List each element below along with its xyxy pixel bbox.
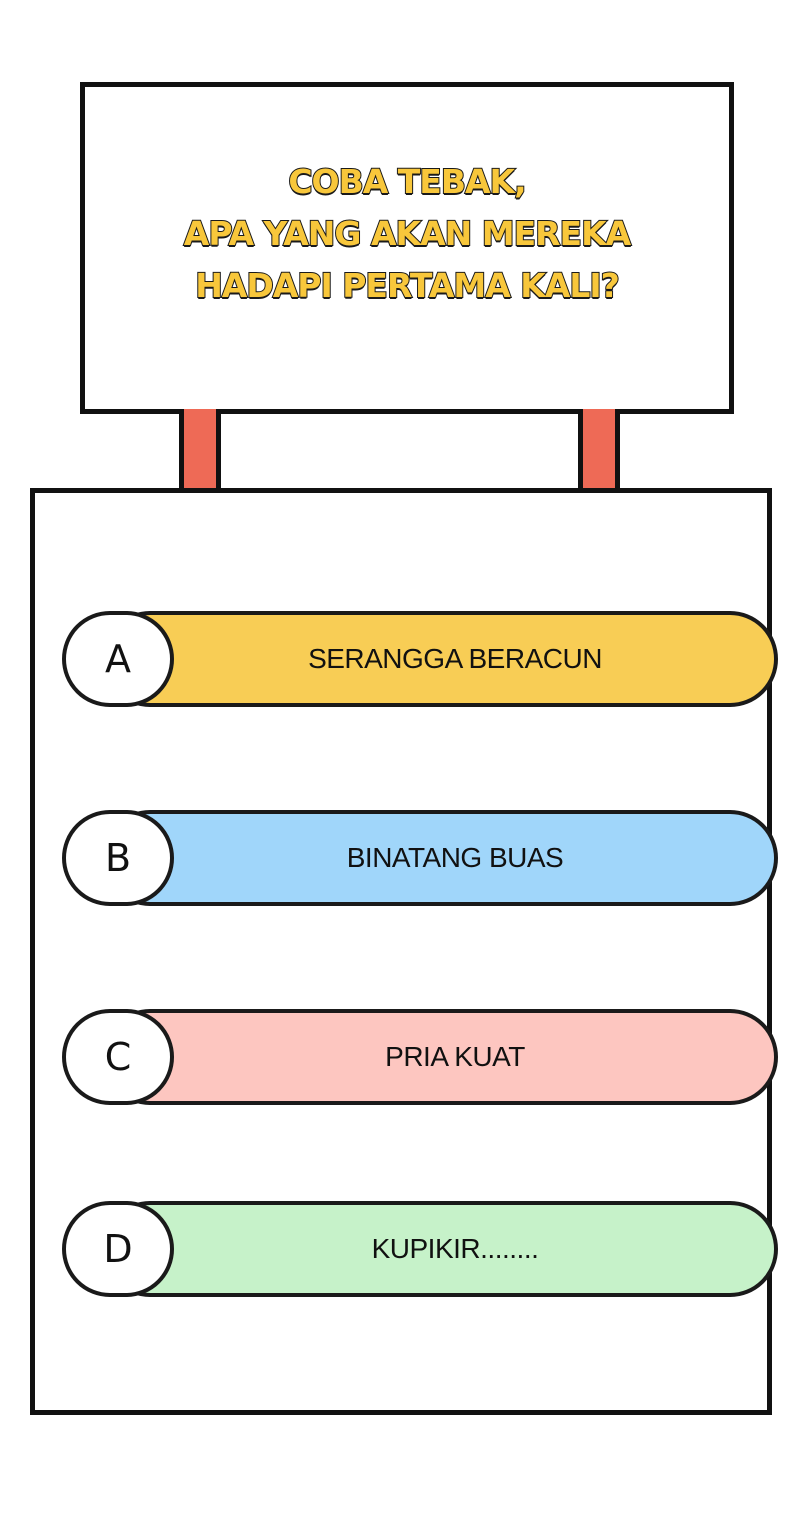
option-b[interactable]: BINATANG BUAS B xyxy=(62,810,778,906)
option-a-letter-badge[interactable]: A xyxy=(62,611,174,707)
option-d-letter-badge[interactable]: D xyxy=(62,1201,174,1297)
option-c-pill[interactable]: PRIA KUAT xyxy=(102,1009,778,1105)
question-line-3: HADAPI PERTAMA KALI? xyxy=(194,265,621,306)
option-d-letter: D xyxy=(103,1227,133,1271)
option-b-text: BINATANG BUAS xyxy=(346,842,564,873)
option-c-letter: C xyxy=(104,1035,132,1079)
option-b-pill[interactable]: BINATANG BUAS xyxy=(102,810,778,906)
sign-post-left xyxy=(179,409,221,491)
option-b-letter-badge[interactable]: B xyxy=(62,810,174,906)
option-c-text: PRIA KUAT xyxy=(385,1041,525,1072)
sign-post-right xyxy=(578,409,620,491)
option-c-letter-badge[interactable]: C xyxy=(62,1009,174,1105)
question-text: COBA TEBAK, APA YANG AKAN MEREKA HADAPI … xyxy=(183,156,632,312)
option-a[interactable]: SERANGGA BERACUN A xyxy=(62,611,778,707)
option-d-pill[interactable]: KUPIKIR........ xyxy=(102,1201,778,1297)
option-b-letter: B xyxy=(104,836,132,880)
question-sign-board: COBA TEBAK, APA YANG AKAN MEREKA HADAPI … xyxy=(80,82,734,414)
option-d-text: KUPIKIR........ xyxy=(371,1233,539,1264)
question-line-2: APA YANG AKAN MEREKA xyxy=(183,213,632,254)
option-a-text: SERANGGA BERACUN xyxy=(308,643,602,674)
option-c[interactable]: PRIA KUAT C xyxy=(62,1009,778,1105)
question-line-1: COBA TEBAK, xyxy=(287,161,527,202)
option-a-pill[interactable]: SERANGGA BERACUN xyxy=(102,611,778,707)
option-d[interactable]: KUPIKIR........ D xyxy=(62,1201,778,1297)
option-a-letter: A xyxy=(105,637,131,681)
